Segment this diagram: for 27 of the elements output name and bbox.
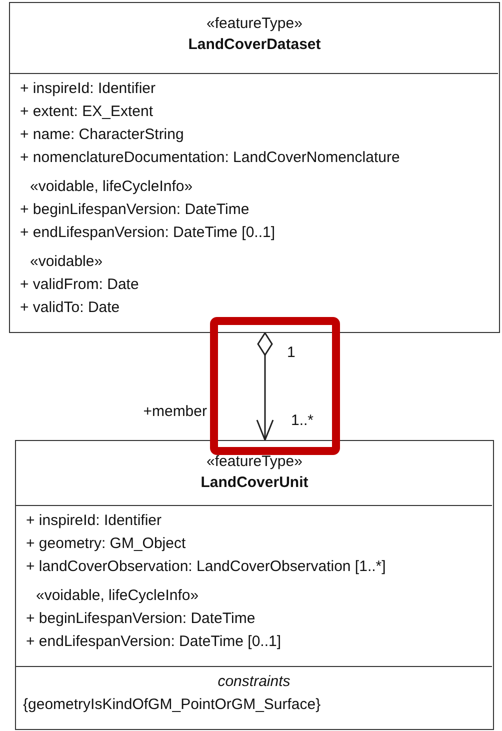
attribute-text: + validTo: Date <box>20 299 120 317</box>
multiplicity-label: 1 <box>287 344 296 362</box>
stereotype-label: «voidable, lifeCycleInfo» <box>30 178 193 196</box>
stereotype-label: «featureType» <box>206 453 304 471</box>
class-name: LandCoverUnit <box>200 474 310 492</box>
attribute-text: + endLifespanVersion: DateTime [0..1] <box>20 224 276 242</box>
attribute-text: + name: CharacterString <box>20 126 184 144</box>
attribute-text: + geometry: GM_Object <box>26 535 186 553</box>
class-name: LandCoverDataset <box>187 36 322 54</box>
stereotype-label: «voidable» <box>30 253 103 271</box>
attribute-text: + landCoverObservation: LandCoverObservation [1..*] <box>26 558 386 576</box>
stereotype-label: «featureType» <box>206 15 304 33</box>
attribute-text: + beginLifespanVersion: DateTime <box>26 610 256 628</box>
attribute-text: + validFrom: Date <box>20 276 139 294</box>
attribute-text: + inspireId: Identifier <box>26 512 162 530</box>
class-box <box>9 2 500 333</box>
attribute-text: + inspireId: Identifier <box>20 80 156 98</box>
class-box <box>15 440 494 730</box>
attribute-text: + nomenclatureDocumentation: LandCoverNomenclature <box>20 149 400 167</box>
compartment-heading: constraints <box>216 673 292 691</box>
multiplicity-label: 1..* <box>291 412 314 430</box>
attribute-text: + beginLifespanVersion: DateTime <box>20 201 250 219</box>
attribute-text: + extent: EX_Extent <box>20 103 154 121</box>
stereotype-label: «voidable, lifeCycleInfo» <box>36 587 199 605</box>
constraint-text: {geometryIsKindOfGM_PointOrGM_Surface} <box>23 696 321 714</box>
attribute-text: + endLifespanVersion: DateTime [0..1] <box>26 633 282 651</box>
role-label: +member <box>142 403 207 421</box>
